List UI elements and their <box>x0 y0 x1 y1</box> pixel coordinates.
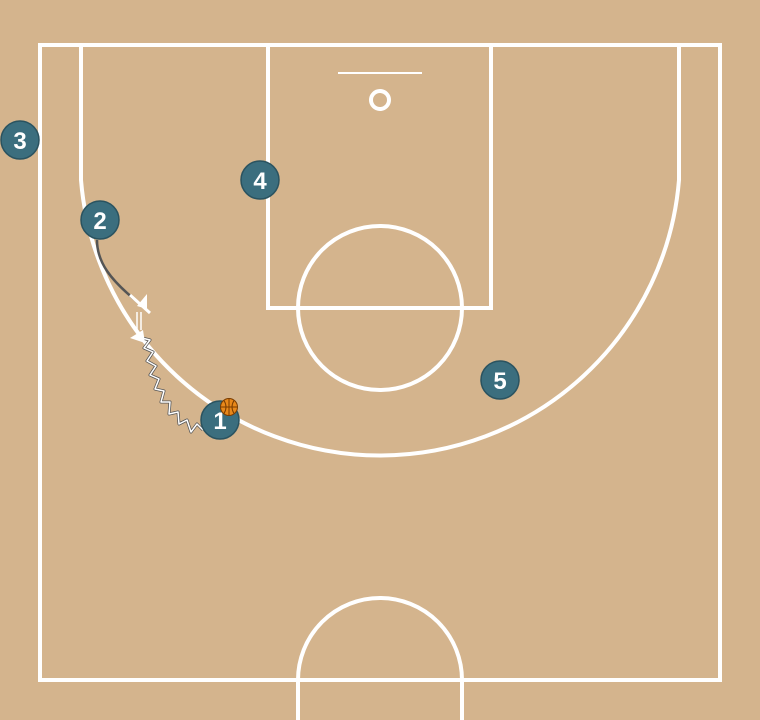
player-2[interactable]: 2 <box>80 200 120 240</box>
player-5[interactable]: 5 <box>480 360 520 400</box>
dribble-path <box>141 336 205 434</box>
player-4-marker <box>240 160 280 200</box>
player-3[interactable]: 3 <box>0 120 40 160</box>
player-5-marker <box>480 360 520 400</box>
player-3-label: 3 <box>13 128 26 155</box>
player-2-label: 2 <box>93 208 106 235</box>
three-point-line <box>79 45 681 458</box>
cut-arrowhead <box>137 294 147 309</box>
basketball-icon <box>220 398 238 416</box>
court-lines <box>38 43 722 720</box>
key-lane <box>266 43 493 310</box>
free-throw-circle <box>296 224 464 392</box>
center-circle <box>296 596 464 720</box>
player-3-marker <box>0 120 40 160</box>
player-4-label: 4 <box>253 168 267 195</box>
dribble-path-highlight <box>141 337 204 433</box>
player-5-label: 5 <box>493 368 506 395</box>
player-1-label: 1 <box>213 408 226 435</box>
player-4[interactable]: 4 <box>240 160 280 200</box>
court-boundary <box>38 43 722 682</box>
player-1[interactable]: 1 <box>200 400 240 440</box>
basketball-seams <box>220 398 238 416</box>
rim <box>369 89 391 111</box>
player-2-marker <box>80 200 120 240</box>
play-actions <box>95 239 205 434</box>
dribble-arrowhead <box>130 330 145 343</box>
